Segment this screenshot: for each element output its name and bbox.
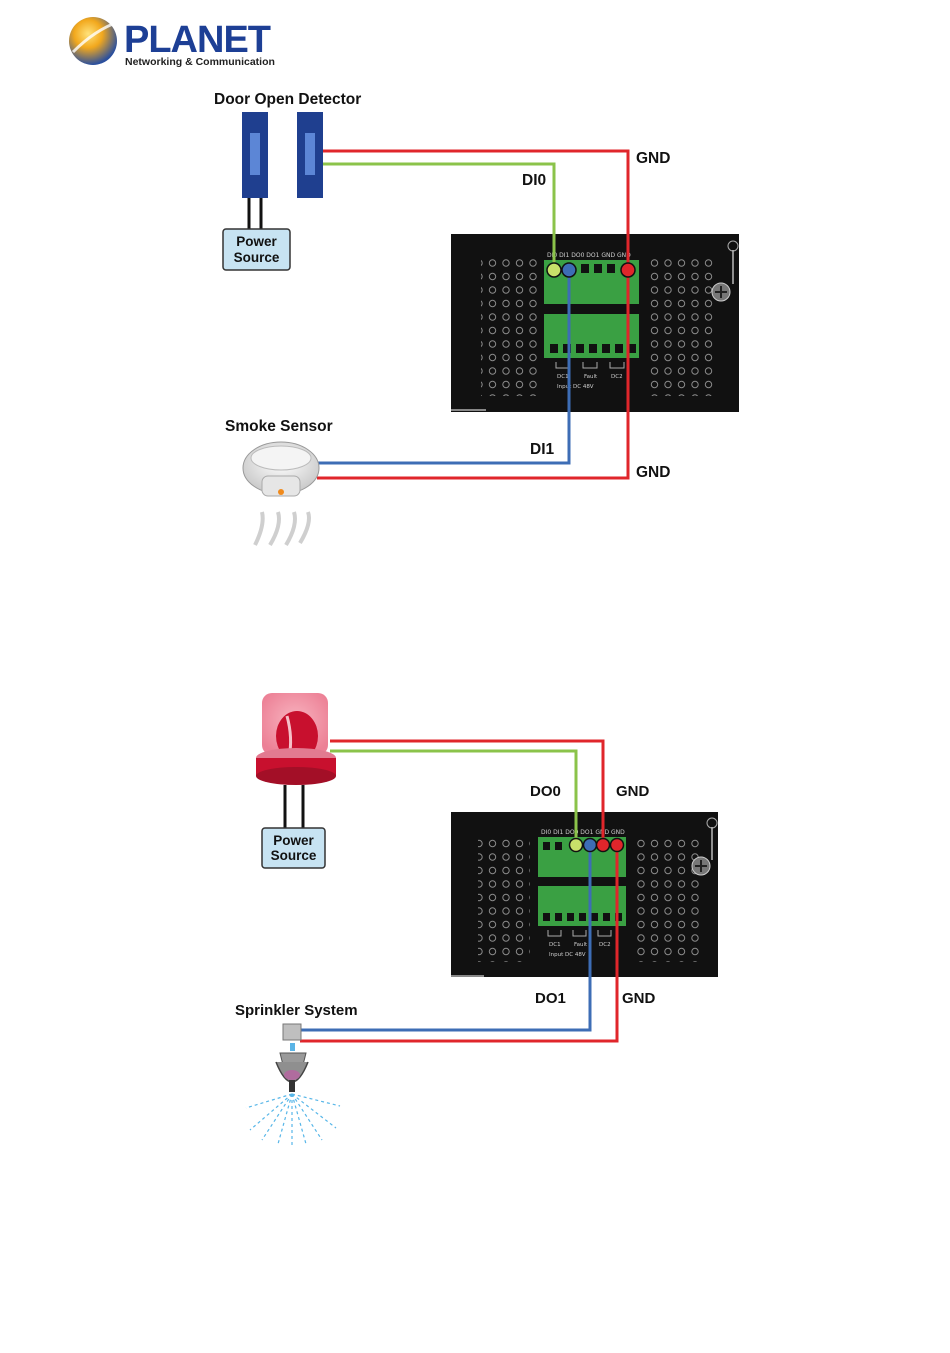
dc1-label: DC1 (557, 374, 569, 380)
terminal-do1 (584, 839, 597, 852)
door-detector-icon (242, 112, 323, 198)
alarm-beacon-icon (256, 693, 336, 785)
wire-label-gnd-bottom: GND (636, 464, 670, 481)
fault-label-2: Fault (574, 942, 588, 948)
dc1-label-2: DC1 (549, 942, 561, 948)
dc2-label-2: DC2 (599, 942, 611, 948)
power-source-box: Power Source (223, 229, 290, 270)
power-source-2-line2: Source (271, 848, 317, 863)
wire-label-do0: DO0 (530, 783, 561, 800)
logo-tagline: Networking & Communication (125, 56, 275, 68)
power-source-line2: Source (234, 250, 280, 265)
fault-label: Fault (584, 374, 598, 380)
planet-logo: PLANET Networking & Communication (69, 17, 275, 68)
wire-label-do1: DO1 (535, 990, 566, 1007)
terminal-gnd-b (611, 839, 624, 852)
terminal-di1 (562, 263, 576, 277)
terminal-do0 (570, 839, 583, 852)
wire-label-gnd-top-2: GND (616, 783, 650, 800)
wire-label-di0: DI0 (522, 172, 546, 189)
terminal-di0 (547, 263, 561, 277)
device-panel-2: DI0 DI1 DO0 DO1 GND GND DC1 Fault DC2 In… (451, 812, 718, 977)
input-label: Input DC 48V (557, 384, 594, 390)
power-source-2-line1: Power (273, 833, 314, 848)
wire-label-di1: DI1 (530, 441, 555, 458)
terminal-gnd (621, 263, 635, 277)
smoke-sensor-label: Smoke Sensor (225, 418, 333, 435)
device-panel: DI0 DI1 DO0 DO1 GND GND DC1 Fault (451, 234, 739, 412)
terminal-pin-labels: DI0 DI1 DO0 DO1 GND GND (547, 252, 631, 259)
sprinkler-label: Sprinkler System (235, 1002, 358, 1019)
logo-brand: PLANET (124, 19, 271, 61)
smoke-sensor-icon (243, 442, 319, 545)
terminal-gnd-a (597, 839, 610, 852)
diagram-digital-output: Power Source DI0 DI1 DO0 DO1 GND GND (235, 693, 718, 1146)
terminal-pin-labels-2: DI0 DI1 DO0 DO1 GND GND (541, 829, 625, 836)
power-source-box-2: Power Source (262, 828, 325, 868)
power-source-line1: Power (236, 234, 277, 249)
wire-label-gnd-bottom-2: GND (622, 990, 656, 1007)
diagram-digital-input: Door Open Detector Power Source (214, 91, 739, 545)
input-label-2: Input DC 48V (549, 952, 586, 958)
dc2-label: DC2 (611, 374, 623, 380)
door-detector-label: Door Open Detector (214, 91, 361, 108)
wire-label-gnd-top: GND (636, 150, 670, 167)
